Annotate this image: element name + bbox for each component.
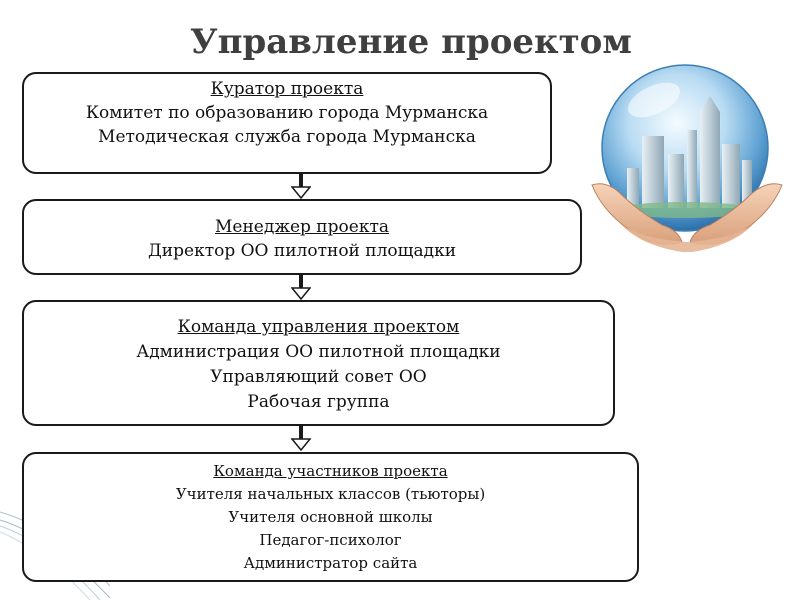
project-participants-team-heading: Команда участников проекта bbox=[213, 462, 448, 480]
project-curator-line: Методическая служба города Мурманска bbox=[98, 127, 476, 147]
glass-globe-city-in-hands-icon bbox=[591, 64, 783, 252]
down-arrow-connector-icon bbox=[291, 425, 311, 451]
project-management-team-line: Рабочая группа bbox=[247, 392, 390, 412]
project-curator-heading: Куратор проекта bbox=[210, 79, 364, 99]
project-management-team-line: Управляющий совет ОО bbox=[210, 367, 427, 387]
project-participants-team-line: Педагог-психолог bbox=[259, 531, 402, 549]
project-management-team-line: Администрация ОО пилотной площадки bbox=[136, 342, 501, 362]
page-title: Управление проектом bbox=[190, 22, 632, 62]
project-curator-box: Куратор проекта Комитет по образованию г… bbox=[22, 72, 552, 174]
project-manager-line: Директор ОО пилотной площадки bbox=[147, 241, 457, 261]
down-arrow-connector-icon bbox=[291, 173, 311, 199]
project-participants-team-line: Администратор сайта bbox=[243, 554, 418, 572]
down-arrow-connector-icon bbox=[291, 274, 311, 300]
project-manager-heading: Менеджер проекта bbox=[215, 217, 389, 237]
project-participants-team-box: Команда участников проекта Учителя начал… bbox=[22, 452, 639, 582]
project-participants-team-line: Учителя основной школы bbox=[228, 508, 433, 526]
project-management-team-heading: Команда управления проектом bbox=[177, 317, 460, 337]
project-manager-box: Менеджер проекта Директор ОО пилотной пл… bbox=[22, 199, 582, 275]
project-curator-line: Комитет по образованию города Мурманска bbox=[85, 103, 489, 123]
project-management-team-box: Команда управления проектом Администраци… bbox=[22, 300, 615, 426]
project-participants-team-line: Учителя начальных классов (тьюторы) bbox=[175, 485, 486, 503]
